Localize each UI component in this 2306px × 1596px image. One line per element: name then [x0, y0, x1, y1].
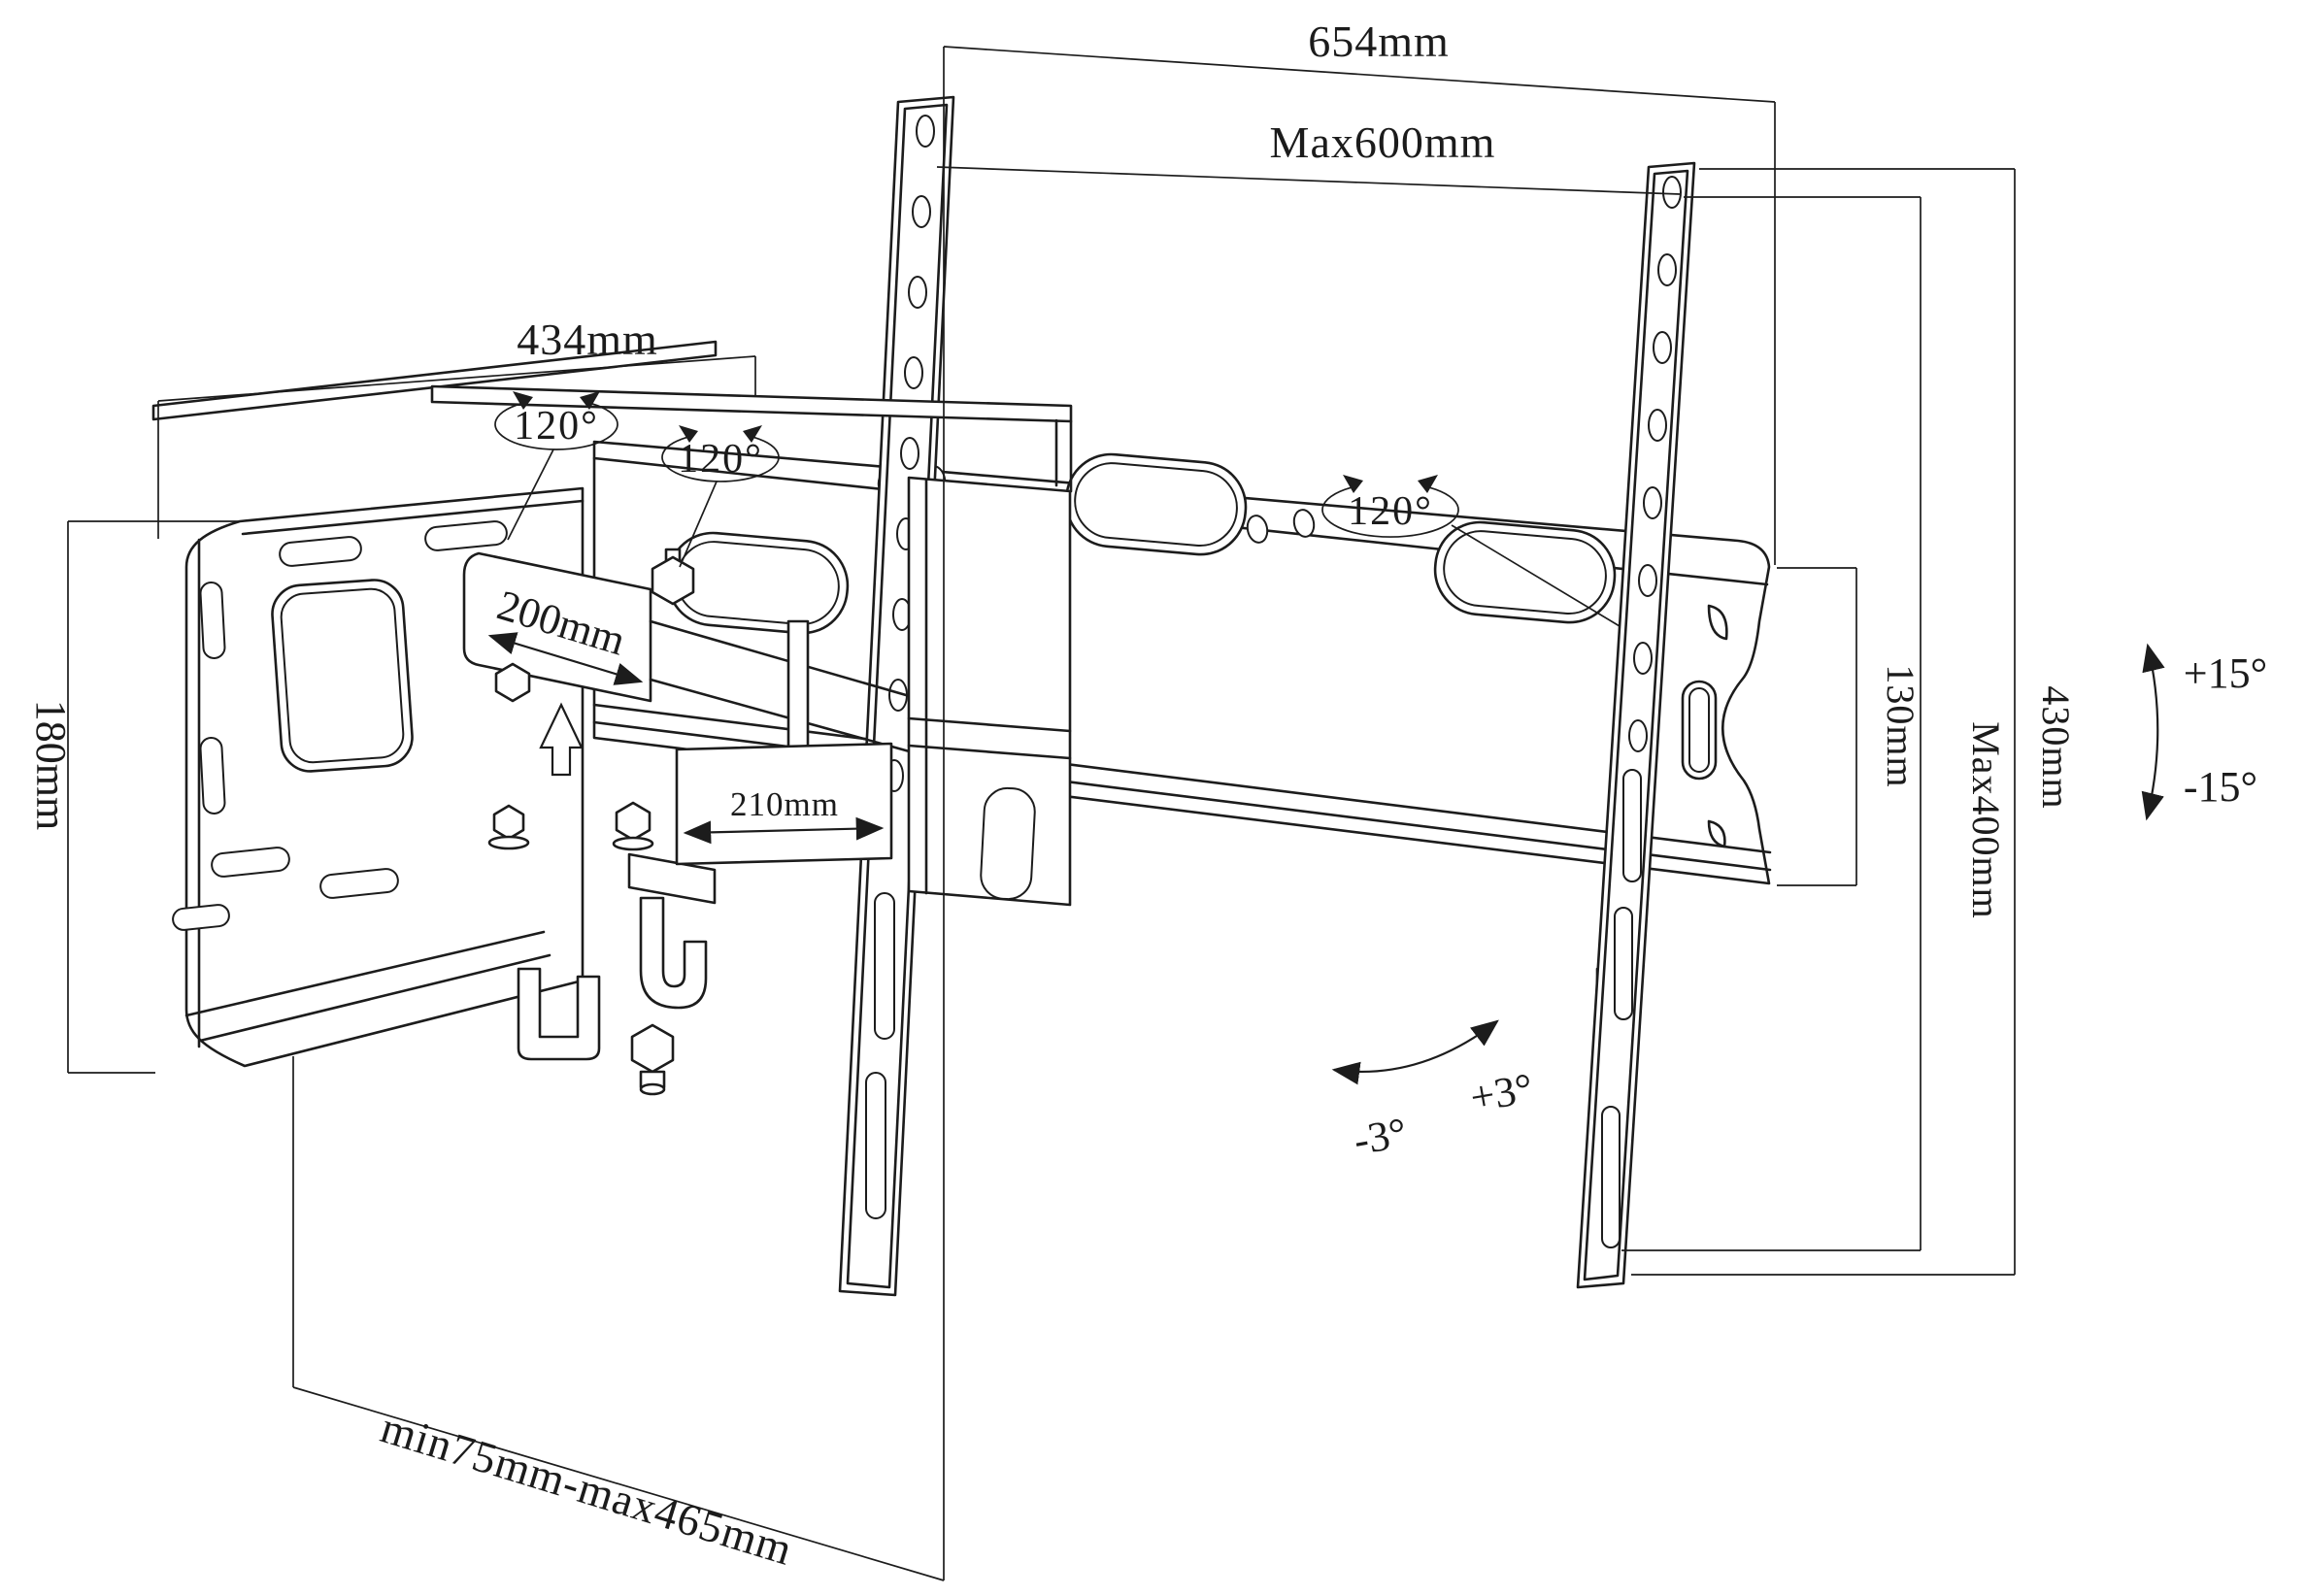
dim-430: 430mm — [1631, 168, 2078, 1276]
up-arrow-icon — [539, 702, 584, 777]
tilt-arc — [2141, 643, 2165, 821]
wall-plate — [172, 486, 585, 1068]
dim-range: min75mm-max465mm — [292, 1056, 945, 1581]
dim-max600-label: Max600mm — [1270, 117, 1496, 167]
mount-slot — [172, 904, 230, 931]
mount-slot — [279, 536, 362, 567]
swivel-2-label: 120° — [678, 437, 763, 482]
mount-slot — [319, 868, 399, 899]
pivot-post — [786, 619, 810, 767]
arm-head-bracket — [907, 476, 1072, 907]
angle-swivel-2: 120° — [661, 425, 780, 568]
dim-max400: Max400mm — [1621, 196, 2008, 1251]
level-pos-label: +3° — [1467, 1064, 1537, 1121]
mount-slot — [211, 847, 290, 878]
crossbar-slot — [1064, 452, 1248, 556]
dim-max400-label: Max400mm — [1964, 721, 2008, 919]
wall-plate-opening — [271, 579, 414, 773]
bottom-hook — [627, 852, 717, 1010]
mount-slot — [199, 737, 226, 815]
angle-swivel-1: 120° — [494, 391, 618, 541]
crossbar-slot — [666, 531, 850, 635]
dim-130: 130mm — [1777, 567, 1922, 886]
swivel-3-label: 120° — [1348, 489, 1433, 534]
crossbar-slot — [1433, 520, 1617, 624]
dim-434-label: 434mm — [517, 315, 658, 364]
dim-180-label: 180mm — [27, 700, 75, 830]
tilt-up-label: +15° — [2184, 649, 2267, 697]
dim-210-arrow — [683, 816, 885, 845]
u-channel-bracket — [517, 967, 601, 1061]
angle-swivel-3: 120° — [1321, 475, 1621, 627]
dim-210-label: 210mm — [730, 785, 839, 823]
tv-bracket-plate — [592, 440, 1772, 1010]
tilt-down-label: -15° — [2184, 763, 2257, 811]
mount-slot — [199, 582, 226, 659]
hook-cut — [1707, 819, 1726, 848]
hex-nut — [487, 548, 695, 1096]
dim-130-label: 130mm — [1879, 664, 1922, 787]
dim-434: 434mm — [157, 315, 756, 539]
dim-200-arrow — [487, 632, 644, 685]
swivel-1-label: 120° — [514, 404, 599, 449]
level-arc — [1331, 1019, 1499, 1085]
angle-level: -3° +3° — [1331, 1019, 1537, 1165]
left-vesa-rail — [838, 95, 955, 1297]
level-neg-label: -3° — [1351, 1109, 1411, 1165]
right-vesa-rail — [1576, 161, 1696, 1289]
dim-180: 180mm — [27, 520, 239, 1074]
hook-cut — [1707, 604, 1728, 641]
dim-430-label: 430mm — [2034, 685, 2078, 809]
mount-slot — [424, 520, 508, 551]
dim-max600: Max600mm — [936, 117, 1681, 195]
dim-654-label: 654mm — [1308, 17, 1450, 66]
dim-range-label: min75mm-max465mm — [376, 1402, 799, 1574]
angle-tilt: +15° -15° — [2141, 643, 2267, 821]
dim-654: 654mm — [943, 17, 1776, 1580]
